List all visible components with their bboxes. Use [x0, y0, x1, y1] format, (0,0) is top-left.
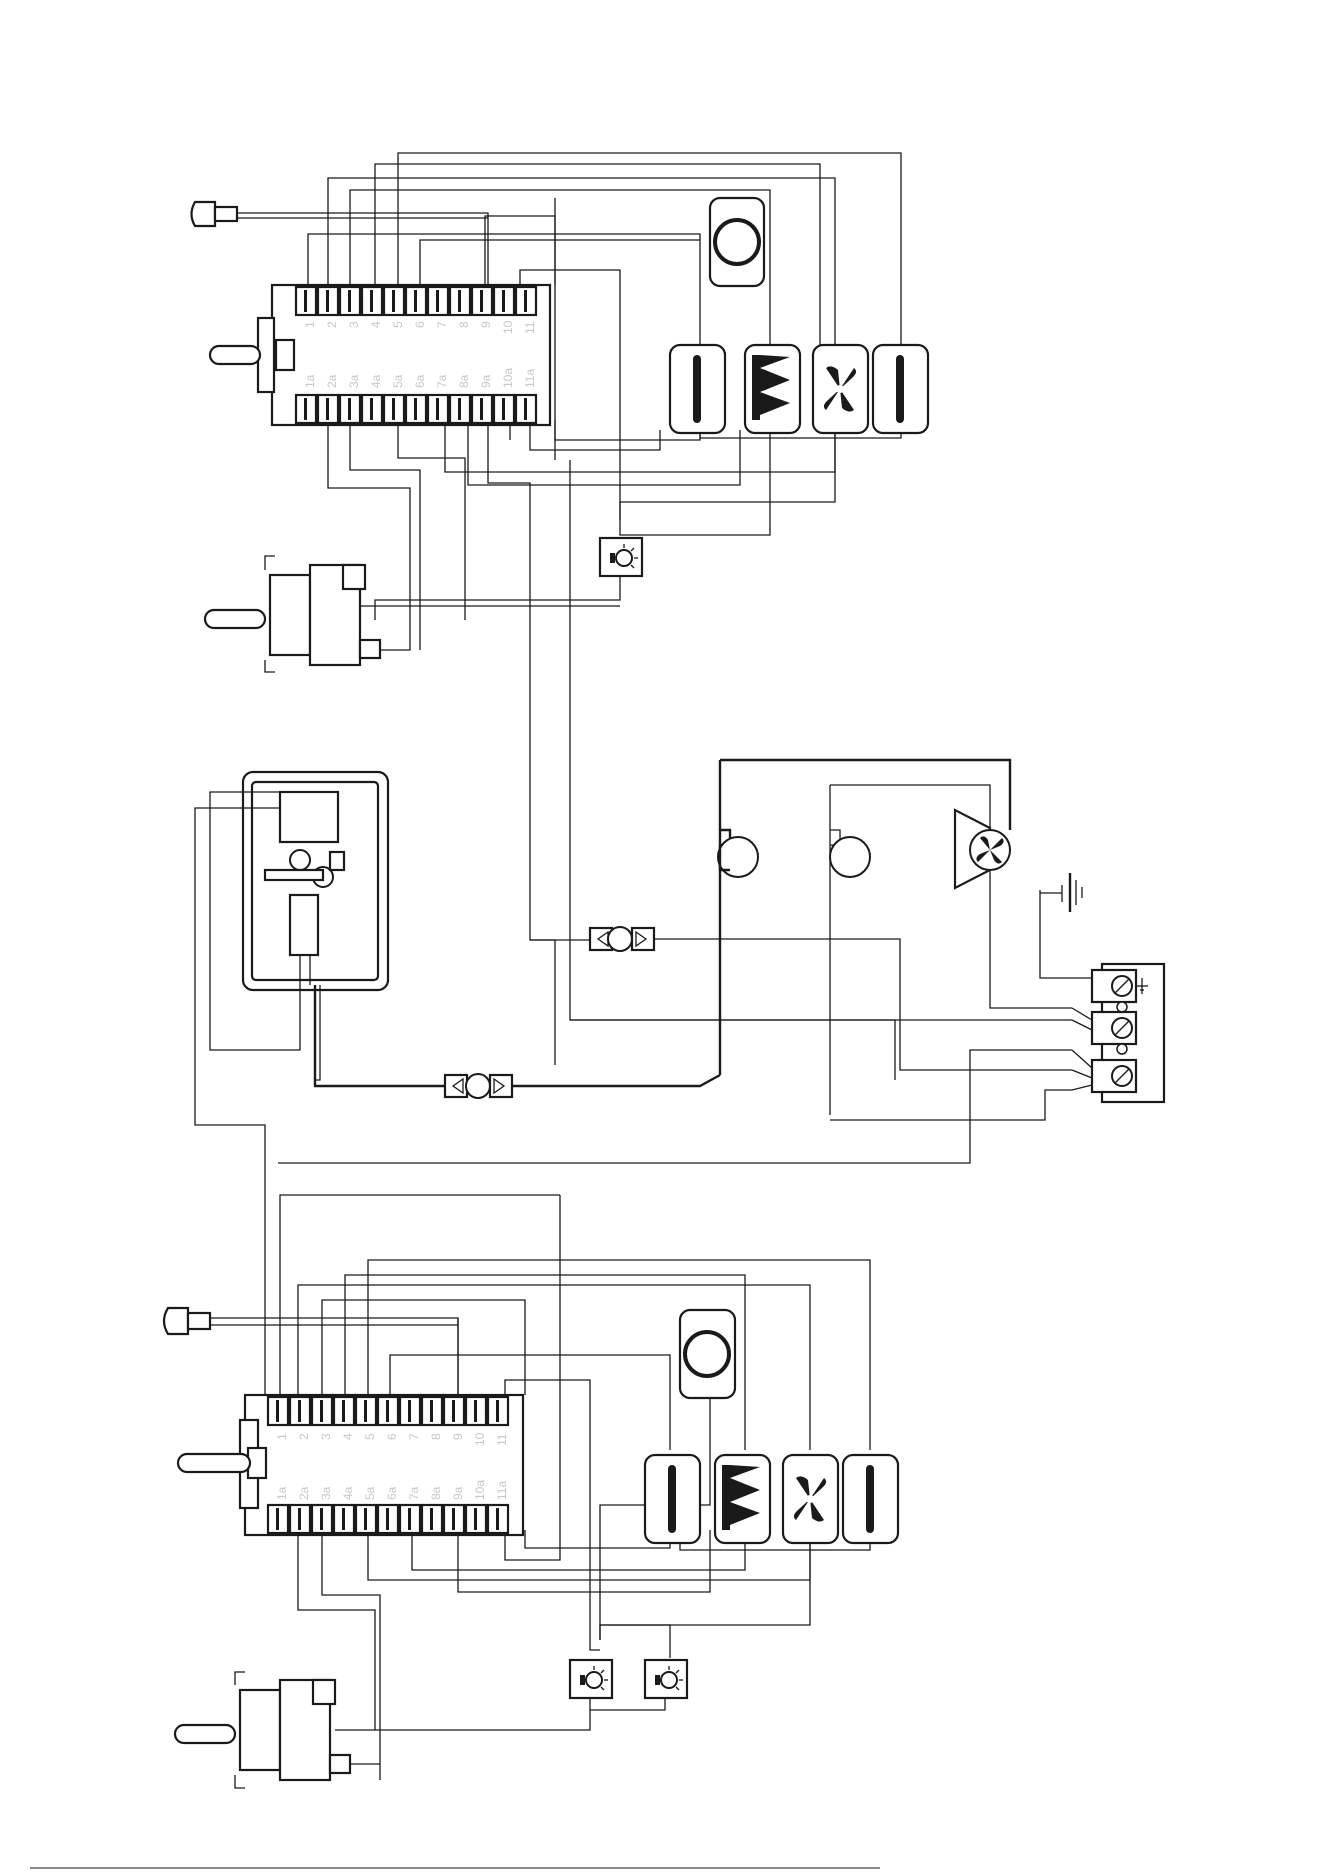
bottom-oven-probe	[164, 1308, 210, 1334]
top-switch-upper-terminals	[296, 287, 536, 315]
terminal-label: 8a	[457, 374, 471, 388]
terminal-label: 1	[303, 321, 317, 328]
terminal-label: 10	[473, 1432, 487, 1446]
terminal-label: 7	[407, 1433, 421, 1440]
terminal-label: 4a	[369, 374, 383, 388]
terminal-label: 2	[325, 321, 339, 328]
burner-icon	[718, 830, 758, 1075]
terminal-label: 8	[457, 321, 471, 328]
bottom-elements	[645, 1310, 898, 1543]
oven-lamp-icon	[600, 538, 642, 576]
burner-icon	[830, 830, 870, 1115]
top-switch-lower-terminals	[296, 395, 536, 423]
terminal-label: 6	[385, 1433, 399, 1440]
terminal-label: 4a	[341, 1486, 355, 1500]
terminal-label: 1a	[275, 1486, 289, 1500]
terminal-label: 10	[501, 320, 515, 334]
top-oven-probe	[192, 202, 238, 226]
terminal-label: 7a	[407, 1486, 421, 1500]
gas-valve-icon	[590, 927, 654, 951]
terminal-label: 4	[341, 1433, 355, 1440]
heater-bar-icon	[873, 345, 928, 433]
terminal-label: 2a	[297, 1486, 311, 1500]
heater-bar-icon	[670, 345, 725, 433]
top-selector-switch: 1 2 3 4 5 6 7 8 9 10 11 1a 2a 3a 4a 5a 6…	[210, 285, 550, 425]
bottom-thermostat-icon	[175, 1672, 380, 1788]
terminal-label: 9	[479, 321, 493, 328]
terminal-label: 9a	[479, 374, 493, 388]
terminal-label: 6	[413, 321, 427, 328]
terminal-label: 3a	[319, 1486, 333, 1500]
terminal-label: 9	[451, 1433, 465, 1440]
terminal-label: 5a	[363, 1486, 377, 1500]
terminal-label: 5a	[391, 374, 405, 388]
top-thermostat-icon	[205, 556, 620, 672]
terminal-label: 8a	[429, 1486, 443, 1500]
terminal-label: 6a	[413, 374, 427, 388]
control-board-icon	[243, 772, 388, 990]
earth-ground-icon	[1040, 873, 1082, 912]
terminal-label: 1	[275, 1433, 289, 1440]
terminal-label: 7	[435, 321, 449, 328]
terminal-label: 5	[363, 1433, 377, 1440]
terminal-label: 8	[429, 1433, 443, 1440]
gas-valve-icon	[445, 1074, 512, 1098]
terminal-label: 2	[297, 1433, 311, 1440]
terminal-label: 10a	[501, 368, 515, 388]
circular-element-icon	[710, 198, 764, 286]
terminal-label: 4	[369, 321, 383, 328]
terminal-label: 6a	[385, 1486, 399, 1500]
gas-pipe-lines	[278, 760, 1072, 1163]
fan-icon	[783, 1455, 838, 1543]
oven-lamp-icon	[645, 1660, 687, 1698]
terminal-label: 1a	[303, 374, 317, 388]
bottom-switch-upper-terminals	[268, 1397, 508, 1425]
grill-element-icon	[715, 1455, 770, 1543]
heater-bar-icon	[645, 1455, 700, 1543]
terminal-label: 3	[347, 321, 361, 328]
terminal-label: 11	[523, 321, 537, 334]
oven-lamp-icon	[570, 1660, 612, 1698]
terminal-label: 10a	[473, 1480, 487, 1500]
fan-icon	[813, 345, 868, 433]
terminal-label: 11a	[523, 369, 537, 388]
circular-element-icon	[680, 1310, 735, 1398]
bottom-switch-lower-terminals	[268, 1505, 508, 1533]
top-elements	[670, 198, 928, 433]
grill-element-icon	[745, 345, 800, 433]
terminal-label: 9a	[451, 1486, 465, 1500]
terminal-label: 3	[319, 1433, 333, 1440]
terminal-label: 2a	[325, 374, 339, 388]
terminal-label: 5	[391, 321, 405, 328]
bottom-selector-switch: 1 2 3 4 5 6 7 8 9 10 11 1a 2a 3a 4a 5a 6…	[178, 1395, 523, 1535]
terminal-label: 7a	[435, 374, 449, 388]
terminal-label: 11a	[495, 1481, 509, 1500]
mains-terminal-block-icon	[1072, 964, 1164, 1102]
fan-motor-icon	[955, 810, 1010, 888]
terminal-label: 3a	[347, 374, 361, 388]
heater-bar-icon	[843, 1455, 898, 1543]
terminal-label: 11	[495, 1433, 509, 1446]
